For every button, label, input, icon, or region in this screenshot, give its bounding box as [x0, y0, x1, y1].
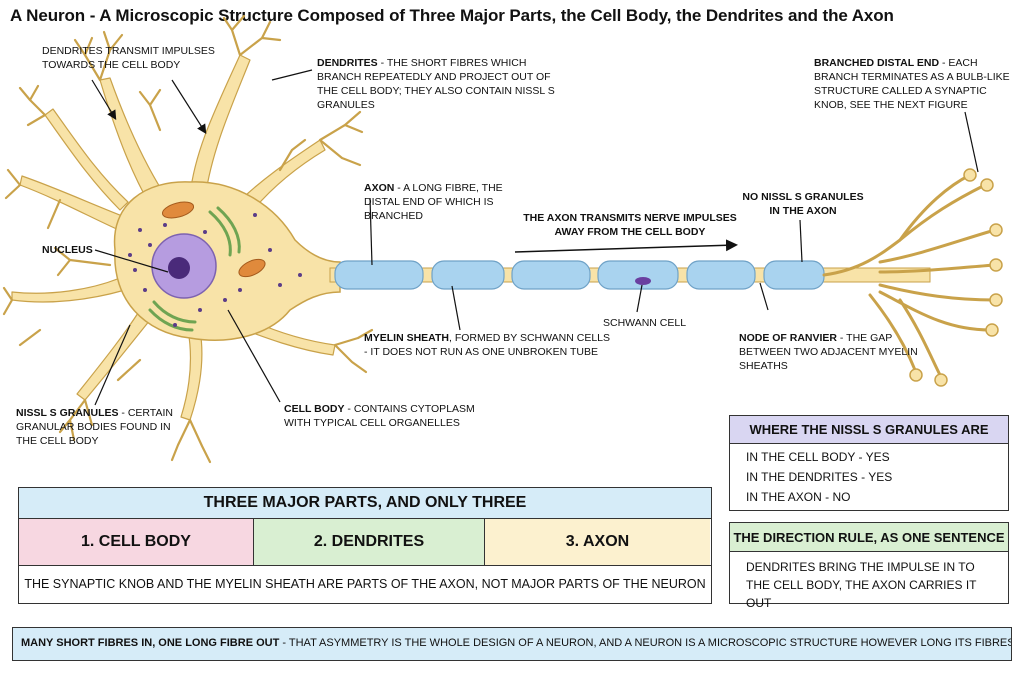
parts-table: Three major parts, and only three 1. Cel…: [18, 487, 712, 604]
label-dendrites-desc: - The short fibres which branch repeated…: [317, 57, 555, 111]
label-dendrites-term: Dendrites: [317, 57, 378, 69]
direction-arrow: [514, 239, 738, 253]
nissl-row-cell-body: In the cell body - Yes: [746, 450, 890, 464]
label-myelin-desc: , formed by Schwann cells - it does not …: [364, 332, 611, 358]
part-cell-body: 1. Cell body: [19, 519, 254, 565]
page-title: A Neuron - A Microscopic Structure Compo…: [10, 6, 894, 25]
footer-banner: Many short fibres in, one long fibre out…: [12, 627, 1012, 661]
label-no-nissl: No Nissl s granules in the axon: [742, 191, 864, 217]
label-branched-end: Branched distal end - Each branch termin…: [814, 56, 1014, 112]
label-ranvier-desc: - The gap between two adjacent myelin sh…: [739, 332, 918, 372]
nissl-granules: [128, 213, 302, 327]
dendrites: [11, 54, 336, 421]
endoplasmic-reticulum: [148, 206, 241, 332]
leader-lines: [91, 69, 979, 406]
label-node-of-ranvier: Node of Ranvier - The gap between two ad…: [739, 331, 929, 373]
myelin-sheaths: [334, 260, 825, 290]
label-nissl-desc: - Certain granular bodies found in the c…: [16, 407, 173, 447]
label-nissl-granules: Nissl s granules - Certain granular bodi…: [16, 406, 176, 448]
nissl-box-rows: In the cell body - Yes In the dendrites …: [730, 444, 1008, 507]
label-cellbody-term: Cell body: [284, 403, 345, 415]
label-axon-desc: - A long fibre, the distal end of which …: [364, 182, 503, 222]
footer-rest: - that asymmetry is the whole design of …: [279, 637, 1012, 649]
dendrite-branches: [2, 14, 374, 464]
label-nucleus: Nucleus: [42, 244, 93, 256]
label-cellbody-desc: - Contains cytoplasm with typical cell o…: [284, 403, 475, 429]
label-axon: Axon - A long fibre, the distal end of w…: [364, 181, 514, 223]
cell-body: [113, 181, 341, 341]
label-myelin-term: Myelin sheath: [364, 332, 449, 344]
direction-box-text: Dendrites bring the impulse in to the ce…: [746, 560, 977, 610]
label-schwann-cell: Schwann cell: [603, 317, 687, 329]
label-ranvier-term: Node of Ranvier: [739, 332, 838, 344]
direction-box-header: The direction rule, as one sentence: [730, 523, 1008, 552]
label-nissl-term: Nissl s granules: [16, 407, 119, 419]
nissl-row-dendrites: In the dendrites - Yes: [746, 470, 893, 484]
schwann-cell-nucleus: [635, 277, 651, 285]
label-dendrites: Dendrites - The short fibres which branc…: [317, 56, 562, 112]
label-branched-desc: - Each branch terminates as a bulb-like …: [814, 57, 1010, 111]
nissl-box-header: Where the Nissl s granules are: [730, 416, 1008, 444]
parts-row: 1. Cell body 2. Dendrites 3. Axon: [19, 519, 711, 566]
nissl-row-axon: In the axon - No: [746, 490, 851, 504]
synaptic-knobs: [909, 168, 1003, 387]
label-axon-transmits: The axon transmits nerve impulses away f…: [523, 212, 737, 238]
nissl-box: Where the Nissl s granules are In the ce…: [729, 415, 1009, 511]
label-cell-body: Cell body - Contains cytoplasm with typi…: [284, 402, 484, 430]
footer-lead: Many short fibres in, one long fibre out: [21, 637, 280, 649]
mitochondria: [161, 201, 266, 278]
label-branched-term: Branched distal end: [814, 57, 940, 69]
parts-table-note: The synaptic knob and the myelin sheath …: [24, 577, 706, 591]
nucleolus: [168, 257, 190, 279]
label-axon-term: Axon: [364, 182, 395, 194]
part-dendrites: 2. Dendrites: [254, 519, 485, 565]
label-myelin-sheath: Myelin sheath, formed by Schwann cells -…: [364, 331, 614, 359]
direction-box: The direction rule, as one sentence Dend…: [729, 522, 1009, 610]
label-dendrites-transmit: Dendrites transmit impulses towards the …: [42, 45, 215, 71]
part-axon: 3. Axon: [485, 519, 710, 565]
parts-table-header: Three major parts, and only three: [19, 488, 711, 519]
axon-terminal: [822, 173, 997, 377]
